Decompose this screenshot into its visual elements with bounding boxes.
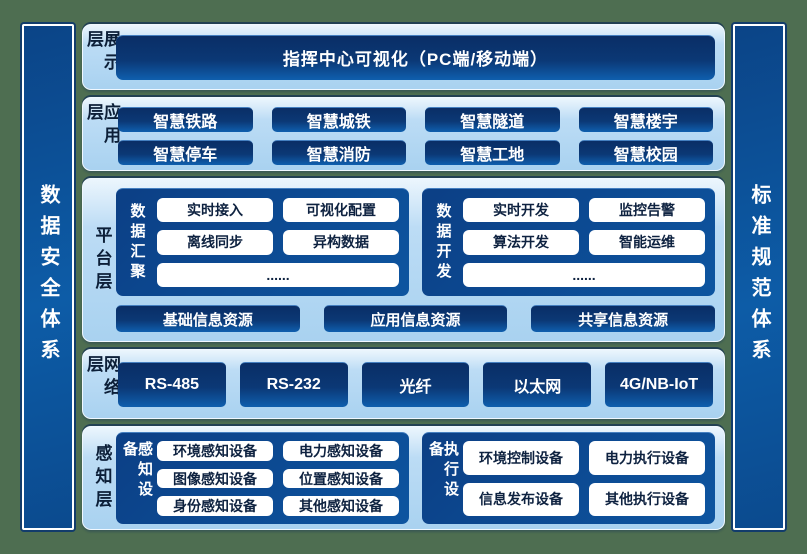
sensing-item: 身份感知设备 [157,496,273,516]
app-item: 智慧工地 [425,140,560,165]
network-item: 以太网 [483,361,592,407]
pillar-data-security: 数据安全体系 [22,24,74,530]
resource-item: 共享信息资源 [531,305,716,332]
layer-stack: 展示层 指挥中心可视化（PC端/移动端） 应用层 智慧铁路 智慧城铁 智慧隧道 … [82,24,725,530]
sensing-item: 电力感知设备 [283,441,399,461]
execution-item: 信息发布设备 [463,482,579,516]
group-data-aggregation-label: 数据汇聚 [128,202,146,283]
execution-item: 电力执行设备 [589,441,705,475]
platform-item: 实时开发 [463,198,579,223]
app-item: 智慧城铁 [271,107,406,132]
group-data-development: 数据开发 实时开发 监控告警 算法开发 智能运维 ...... [422,188,715,296]
execution-item: 其他执行设备 [589,482,705,516]
layer-application-content: 智慧铁路 智慧城铁 智慧隧道 智慧楼宇 智慧停车 智慧消防 智慧工地 智慧校园 [116,103,715,165]
pillar-standards: 标准规范体系 [733,24,785,530]
network-row: RS-485 RS-232 光纤 以太网 4G/NB-IoT [116,355,715,413]
network-item: 光纤 [361,361,470,407]
layer-platform-label: 平台层 [92,225,112,295]
layer-display: 展示层 指挥中心可视化（PC端/移动端） [82,24,725,90]
platform-groups: 数据汇聚 实时接入 可视化配置 离线同步 异构数据 ...... 数据开发 [116,188,715,296]
perception-groups: 感知设备 环境感知设备 电力感知设备 图像感知设备 位置感知设备 身份感知设备 … [116,432,715,524]
app-item: 智慧隧道 [425,107,560,132]
network-item: RS-232 [239,361,348,407]
platform-item: 异构数据 [283,230,399,255]
platform-item-more: ...... [157,262,399,287]
resource-item: 基础信息资源 [116,305,300,332]
network-item: 4G/NB-IoT [605,361,713,407]
layer-perception: 感知层 感知设备 环境感知设备 电力感知设备 图像感知设备 位置感知设备 身份感… [82,426,725,530]
app-item: 智慧铁路 [118,107,253,132]
layer-network: 网络层 RS-485 RS-232 光纤 以太网 4G/NB-IoT [82,349,725,419]
layer-perception-content: 感知设备 环境感知设备 电力感知设备 图像感知设备 位置感知设备 身份感知设备 … [116,432,715,524]
group-data-aggregation: 数据汇聚 实时接入 可视化配置 离线同步 异构数据 ...... [116,188,409,296]
platform-item: 智能运维 [589,230,705,255]
app-item: 智慧楼宇 [578,107,713,132]
group-sensing-devices-label: 感知设备 [121,441,153,501]
pillar-data-security-label: 数据安全体系 [37,184,59,370]
platform-item: 监控告警 [589,198,705,223]
group-sensing-devices: 感知设备 环境感知设备 电力感知设备 图像感知设备 位置感知设备 身份感知设备 … [116,432,409,524]
layer-application-label: 应用层 [84,103,120,149]
application-grid: 智慧铁路 智慧城铁 智慧隧道 智慧楼宇 智慧停车 智慧消防 智慧工地 智慧校园 [116,103,715,165]
group-execution-devices: 执行设备 环境控制设备 电力执行设备 信息发布设备 其他执行设备 [422,432,715,524]
layer-network-content: RS-485 RS-232 光纤 以太网 4G/NB-IoT [116,355,715,413]
layer-display-label: 展示层 [84,30,120,76]
group-execution-devices-label: 执行设备 [427,441,459,501]
platform-item: 可视化配置 [283,198,399,223]
app-item: 智慧停车 [118,140,253,165]
layer-perception-label: 感知层 [92,443,112,513]
app-item: 智慧校园 [578,140,713,165]
group-data-development-label: 数据开发 [434,202,452,283]
network-item: RS-485 [118,361,226,407]
platform-resources: 基础信息资源 应用信息资源 共享信息资源 [116,305,716,332]
layer-display-content: 指挥中心可视化（PC端/移动端） [116,30,715,84]
app-item: 智慧消防 [271,140,406,165]
command-center-box: 指挥中心可视化（PC端/移动端） [116,34,715,80]
pillar-standards-label: 标准规范体系 [748,184,770,370]
execution-item: 环境控制设备 [463,441,579,475]
layer-platform: 平台层 数据汇聚 实时接入 可视化配置 离线同步 异构数据 ...... [82,178,725,342]
sensing-item: 图像感知设备 [157,468,273,489]
platform-item: 实时接入 [157,198,273,223]
platform-item-more: ...... [463,262,705,287]
layer-network-label: 网络层 [84,355,120,401]
platform-item: 离线同步 [157,230,273,255]
resource-item: 应用信息资源 [323,305,508,332]
sensing-item: 位置感知设备 [283,468,399,489]
layer-application: 应用层 智慧铁路 智慧城铁 智慧隧道 智慧楼宇 智慧停车 智慧消防 智慧工地 智… [82,97,725,171]
sensing-item: 环境感知设备 [157,441,273,461]
layer-platform-content: 数据汇聚 实时接入 可视化配置 离线同步 异构数据 ...... 数据开发 [116,184,716,336]
sensing-item: 其他感知设备 [283,496,399,516]
platform-item: 算法开发 [463,230,579,255]
